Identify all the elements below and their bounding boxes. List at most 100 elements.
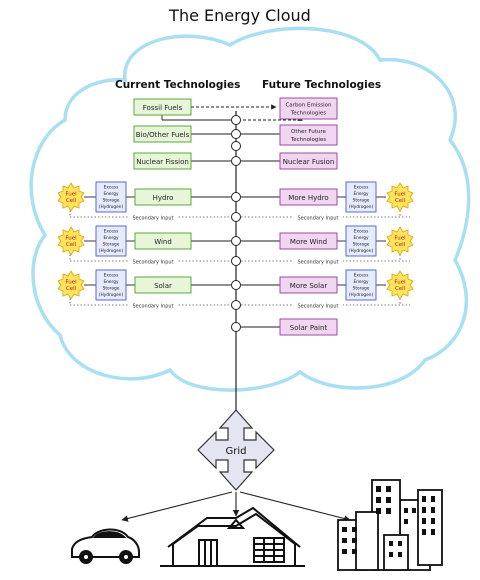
fossil-fuels-label: Fossil Fuels — [143, 104, 183, 112]
future-technologies-heading: Future Technologies — [262, 79, 382, 91]
svg-text:Storage: Storage — [353, 198, 370, 204]
other-future-label-2: Technologies — [290, 137, 326, 143]
bio-fuels-label: Bio/Other Fuels — [136, 131, 190, 139]
svg-text:Cell: Cell — [66, 242, 77, 248]
other-future-label-1: Other Future — [291, 129, 326, 135]
current-technologies: Fossil Fuels Bio/Other Fuels Nuclear Fis… — [133, 98, 192, 294]
svg-text:Energy: Energy — [353, 279, 369, 285]
car-icon — [71, 528, 140, 564]
svg-text:Storage: Storage — [103, 286, 120, 292]
svg-text:Fuel: Fuel — [394, 280, 406, 286]
svg-text:Fuel: Fuel — [394, 236, 406, 242]
secondary-input-label: Secondary Input — [297, 304, 338, 310]
storage-box: Excess Energy Storage (Hydrogen) — [95, 225, 127, 257]
hydro-label: Hydro — [153, 194, 174, 202]
svg-text:Cell: Cell — [395, 286, 406, 292]
bus-node — [231, 236, 241, 246]
fuel-cell-icon: Fuel Cell — [57, 270, 85, 300]
bus-node — [231, 280, 241, 290]
bus-node — [231, 156, 241, 166]
secondary-input-label: Secondary Input — [132, 260, 173, 266]
svg-text:(Hydrogen): (Hydrogen) — [349, 248, 374, 254]
svg-text:Excess: Excess — [104, 185, 119, 191]
svg-text:Energy: Energy — [103, 279, 119, 285]
svg-text:(Hydrogen): (Hydrogen) — [99, 292, 124, 298]
svg-text:Cell: Cell — [395, 242, 406, 248]
nuclear-fission-label: Nuclear Fission — [136, 158, 189, 166]
svg-text:Cell: Cell — [66, 198, 77, 204]
bus-node — [231, 141, 241, 151]
bus-node — [231, 115, 241, 125]
storage-left: Excess Energy Storage (Hydrogen) Excess … — [95, 181, 127, 301]
svg-text:Energy: Energy — [353, 235, 369, 241]
storage-box: Excess Energy Storage (Hydrogen) — [345, 225, 377, 257]
svg-text:Fuel: Fuel — [65, 280, 77, 286]
svg-text:Excess: Excess — [104, 273, 119, 279]
storage-box: Excess Energy Storage (Hydrogen) — [345, 269, 377, 301]
storage-right: Excess Energy Storage (Hydrogen) Excess … — [345, 181, 377, 301]
wind-box — [134, 232, 192, 250]
svg-text:Energy: Energy — [103, 235, 119, 241]
more-hydro-label: More Hydro — [288, 194, 328, 202]
bus-node — [231, 129, 241, 139]
svg-text:Cell: Cell — [66, 286, 77, 292]
solar-label: Solar — [154, 282, 172, 290]
more-hydro-box — [279, 188, 338, 206]
svg-text:(Hydrogen): (Hydrogen) — [349, 292, 374, 298]
more-wind-box — [279, 232, 338, 250]
svg-text:Excess: Excess — [354, 273, 369, 279]
svg-text:Fuel: Fuel — [394, 192, 406, 198]
grid-icon: Grid — [197, 409, 275, 491]
bio-fuels-box — [133, 125, 192, 143]
bus-node — [231, 212, 241, 222]
fuel-cells: Fuel Cell Fuel Cell Fuel Cell Fuel Cell … — [57, 182, 414, 300]
solar-paint-box — [279, 318, 338, 336]
svg-text:Fuel: Fuel — [65, 236, 77, 242]
svg-text:Excess: Excess — [104, 229, 119, 235]
bus-node — [231, 300, 241, 310]
svg-text:Energy: Energy — [103, 191, 119, 197]
svg-text:Fuel: Fuel — [65, 192, 77, 198]
svg-text:Storage: Storage — [103, 198, 120, 204]
grid-to-city-arrow — [239, 491, 351, 522]
bus-node — [231, 192, 241, 202]
svg-text:(Hydrogen): (Hydrogen) — [99, 204, 124, 210]
hydro-box — [134, 188, 192, 206]
carbon-emission-box — [279, 97, 338, 120]
svg-text:(Hydrogen): (Hydrogen) — [99, 248, 124, 254]
carbon-emission-label-1: Carbon Emission — [285, 103, 332, 109]
secondary-input-label: Secondary Input — [132, 304, 173, 310]
bus-nodes — [231, 115, 241, 332]
svg-text:Storage: Storage — [103, 242, 120, 248]
secondary-input-label: Secondary Input — [297, 216, 338, 222]
grid-to-car-arrow — [121, 491, 233, 522]
nuclear-fusion-label: Nuclear Fusion — [283, 158, 335, 166]
svg-text:Cell: Cell — [395, 198, 406, 204]
city-buildings-icon — [337, 479, 443, 571]
other-future-box — [279, 124, 338, 146]
nuclear-fission-box — [133, 152, 192, 170]
grid-label: Grid — [226, 446, 247, 457]
house-icon — [160, 506, 305, 567]
secondary-input-label: Secondary Input — [132, 216, 173, 222]
more-wind-label: More Wind — [290, 238, 327, 246]
diagram-title: The Energy Cloud — [169, 6, 311, 25]
fuel-cell-icon: Fuel Cell — [386, 182, 414, 212]
svg-text:(Hydrogen): (Hydrogen) — [349, 204, 374, 210]
secondary-input-label: Secondary Input — [297, 260, 338, 266]
more-solar-label: More Solar — [290, 282, 328, 290]
carbon-emission-label-2: Technologies — [290, 111, 326, 117]
fuel-cell-icon: Fuel Cell — [57, 182, 85, 212]
bus-node — [231, 322, 241, 332]
bus-node — [231, 256, 241, 266]
fuel-cell-icon: Fuel Cell — [57, 226, 85, 256]
fossil-fuels-box — [133, 98, 192, 116]
storage-box: Excess Energy Storage (Hydrogen) — [95, 181, 127, 213]
fuel-cell-icon: Fuel Cell — [386, 226, 414, 256]
svg-text:Energy: Energy — [353, 191, 369, 197]
solar-paint-label: Solar Paint — [290, 324, 328, 332]
nuclear-fusion-box — [279, 152, 338, 170]
svg-text:Excess: Excess — [354, 229, 369, 235]
fuel-cell-icon: Fuel Cell — [386, 270, 414, 300]
